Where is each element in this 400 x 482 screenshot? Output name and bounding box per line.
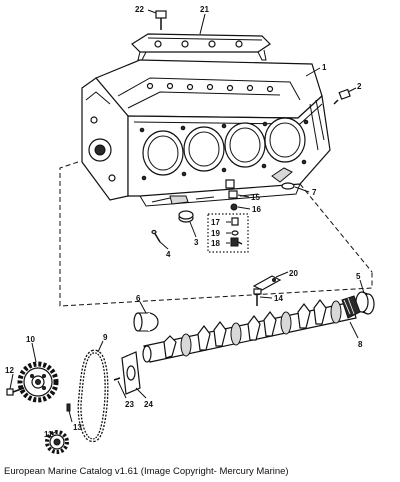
part-16-plug-icon [230,203,238,211]
callout-19: 19 [211,229,220,238]
callout-1: 1 [322,63,327,72]
callout-14: 14 [274,294,283,303]
callout-6: 6 [136,294,141,303]
part-13-key-icon [66,403,71,412]
callout-22: 22 [135,5,144,14]
callout-16: 16 [252,205,261,214]
part-3-plug-icon [178,210,194,223]
callout-9: 9 [103,333,108,342]
callout-11: 11 [44,430,53,439]
callout-7: 7 [312,188,317,197]
copyright-caption: European Marine Catalog v1.61 (Image Cop… [4,466,289,477]
callout-24: 24 [144,400,153,409]
callout-13: 13 [73,423,82,432]
part-17-fitting-icon [231,217,239,226]
callout-8: 8 [358,340,363,349]
part-10-sprocket-icon [17,361,59,403]
part-7-seal-icon [281,182,295,190]
part-19-oring-icon [231,230,239,236]
part-20-thrust-plate-icon [252,275,282,291]
part-21-retainer-icon [131,33,271,61]
parts-17-19-18-group-box [207,213,249,253]
callout-5: 5 [356,272,361,281]
part-4-dowel-icon [151,229,161,243]
cylinder-bores [142,117,306,176]
callout-15: 15 [251,193,260,202]
part-1-engine-block-icon [81,59,331,207]
part-15-sleeve-icon [228,190,238,199]
part-6-bearing-icon [133,312,159,332]
part-24-washer-icon [121,351,141,395]
callout-labels: 22 21 1 2 7 15 16 3 4 17 19 18 20 5 14 6… [5,5,363,439]
part-5-bearing-icon [355,291,375,315]
callout-20: 20 [289,269,298,278]
callout-10: 10 [26,335,35,344]
part-18-fitting-icon [230,237,243,247]
camshaft-group-outline [59,161,373,307]
part-9-timing-chain-icon [77,349,109,443]
part-14-bolt-icon [253,288,262,306]
callout-4: 4 [166,250,171,259]
callout-2: 2 [357,82,362,91]
callout-23: 23 [125,400,134,409]
callout-17: 17 [211,218,220,227]
callout-21: 21 [200,5,209,14]
part-2-plug-icon [333,88,351,105]
part-22-bolt-icon [155,10,167,30]
callout-12: 12 [5,366,14,375]
part-8-camshaft-icon [142,295,361,363]
callout-3: 3 [194,238,199,247]
callout-18: 18 [211,239,220,248]
part-23-pin-icon [113,377,121,381]
leader-lines [9,9,365,435]
part-11-sprocket-icon [45,430,69,454]
